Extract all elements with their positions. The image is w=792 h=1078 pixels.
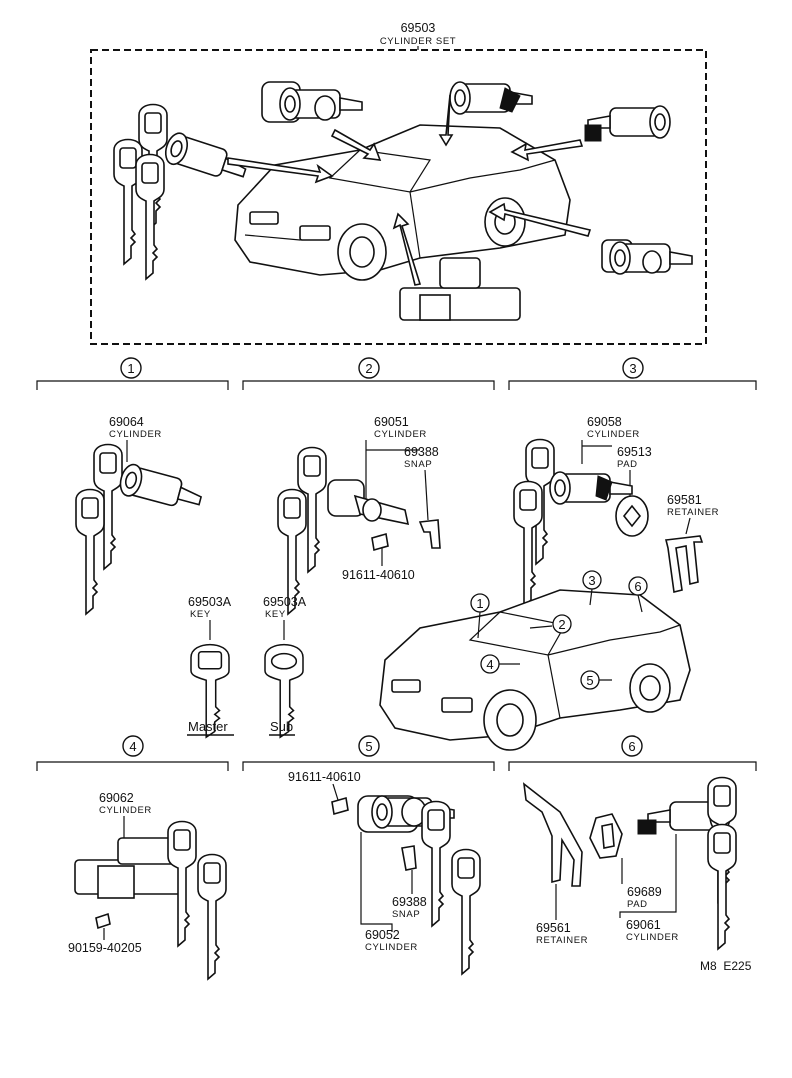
section-2-snap-clip xyxy=(418,519,441,549)
section-6-retainer-name: RETAINER xyxy=(536,935,588,946)
car-callout-4: 4 xyxy=(486,657,493,672)
key-master-part-number: 69503A xyxy=(188,595,232,609)
section-3-retainer-part-number: 69581 xyxy=(667,493,702,507)
section-1-number: 1 xyxy=(127,361,134,376)
cylinder-set-name: CYLINDER SET xyxy=(380,36,456,47)
section-5-snap-name: SNAP xyxy=(392,909,420,920)
section-5-screw xyxy=(331,796,349,816)
section-4-screw-part-number: 90159-40205 xyxy=(68,941,142,955)
car-callout-1: 1 xyxy=(476,596,483,611)
cylinder-set-keys xyxy=(113,103,251,280)
section-3-cylinder-name: CYLINDER xyxy=(587,429,640,440)
cylinder-set-part-top-left xyxy=(261,81,363,123)
section-6-number: 6 xyxy=(628,739,635,754)
section-4-cylinder-part-number: 69062 xyxy=(99,791,134,805)
section-5-header: 5 xyxy=(242,735,495,771)
section-2-cylinder-part-number: 69051 xyxy=(374,415,409,429)
section-2-cylinder-name: CYLINDER xyxy=(374,429,427,440)
section-5-cylinder-part-number: 69052 xyxy=(365,928,400,942)
car-callouts: 1 2 3 4 5 6 xyxy=(470,570,648,690)
section-6-pad xyxy=(589,813,623,859)
section-3-cylinder-leader xyxy=(581,440,612,464)
section-2-snap-leader xyxy=(424,469,429,521)
section-3-retainer xyxy=(665,535,704,593)
cylinder-set-part-right xyxy=(601,239,693,275)
section-6-header: 6 xyxy=(508,735,757,771)
section-4-header: 4 xyxy=(36,735,229,771)
cylinder-set-part-number: 69503 xyxy=(401,21,436,35)
section-3-pad-name: PAD xyxy=(617,459,638,470)
key-master-icon xyxy=(190,643,230,739)
section-6-cylinder-name: CYLINDER xyxy=(626,932,679,943)
footer-code: M8 E225 xyxy=(700,959,752,973)
section-3-cylinder-keys xyxy=(513,438,633,607)
section-3-retainer-leader xyxy=(685,517,691,535)
section-5-cylinder-name: CYLINDER xyxy=(365,942,418,953)
section-5-number: 5 xyxy=(365,739,372,754)
section-1-cylinder-keys xyxy=(75,443,206,615)
car-callout-5: 5 xyxy=(586,673,593,688)
section-5-screw-leader xyxy=(332,783,339,801)
section-6-pad-name: PAD xyxy=(627,899,648,910)
section-3-pad-part-number: 69513 xyxy=(617,445,652,459)
cylinder-set-arrows xyxy=(227,94,592,286)
key-sub-icon xyxy=(264,643,304,739)
car-illustration-middle xyxy=(379,589,691,751)
section-5-cylinder-keys xyxy=(357,795,481,975)
section-3-pad xyxy=(615,495,649,537)
section-2-snap-part-number: 69388 xyxy=(404,445,439,459)
section-6-retainer-part-number: 69561 xyxy=(536,921,571,935)
section-2-cylinder-keys xyxy=(277,446,441,615)
section-5-cylinder-leader xyxy=(360,832,393,932)
key-sub-name: KEY xyxy=(265,609,286,620)
key-sub-part-number: 69503A xyxy=(263,595,307,609)
section-6-cylinder-part-number: 69061 xyxy=(626,918,661,932)
key-sub-label: Sub xyxy=(270,719,293,734)
section-2-screw xyxy=(371,532,389,552)
car-callout-3: 3 xyxy=(588,573,595,588)
section-4-screw xyxy=(95,912,111,930)
section-1-part-name: CYLINDER xyxy=(109,429,162,440)
cylinder-set-part-top-right xyxy=(584,105,671,142)
section-2-number: 2 xyxy=(365,361,372,376)
section-6-cylinder-leader xyxy=(619,834,677,918)
section-6-cylinder-keys xyxy=(637,776,737,950)
car-callout-2: 2 xyxy=(558,617,565,632)
key-master-label: Master xyxy=(188,719,228,734)
section-2-screw-part-number: 91611-40610 xyxy=(342,568,415,582)
section-5-snap-clip xyxy=(401,845,417,871)
section-4-number: 4 xyxy=(129,739,136,754)
cylinder-set-part-top-center xyxy=(449,81,533,115)
section-6-pad-part-number: 69689 xyxy=(627,885,662,899)
car-callout-6: 6 xyxy=(634,579,641,594)
section-3-retainer-name: RETAINER xyxy=(667,507,719,518)
cylinder-set-part-bottom xyxy=(399,257,521,321)
section-3-cylinder-part-number: 69058 xyxy=(587,415,622,429)
key-master-name: KEY xyxy=(190,609,211,620)
section-3-number: 3 xyxy=(629,361,636,376)
cylinder-set-dashed-box xyxy=(90,49,707,345)
section-1-part-number: 69064 xyxy=(109,415,144,429)
section-3-header: 3 xyxy=(508,357,757,390)
section-5-screw-part-number: 91611-40610 xyxy=(288,770,361,784)
section-2-snap-name: SNAP xyxy=(404,459,432,470)
section-4-cylinder-keys xyxy=(74,820,227,980)
section-4-cylinder-name: CYLINDER xyxy=(99,805,152,816)
section-2-header: 2 xyxy=(242,357,495,390)
section-6-retainer xyxy=(522,782,583,887)
section-1-header: 1 xyxy=(36,357,229,390)
section-5-snap-part-number: 69388 xyxy=(392,895,427,909)
